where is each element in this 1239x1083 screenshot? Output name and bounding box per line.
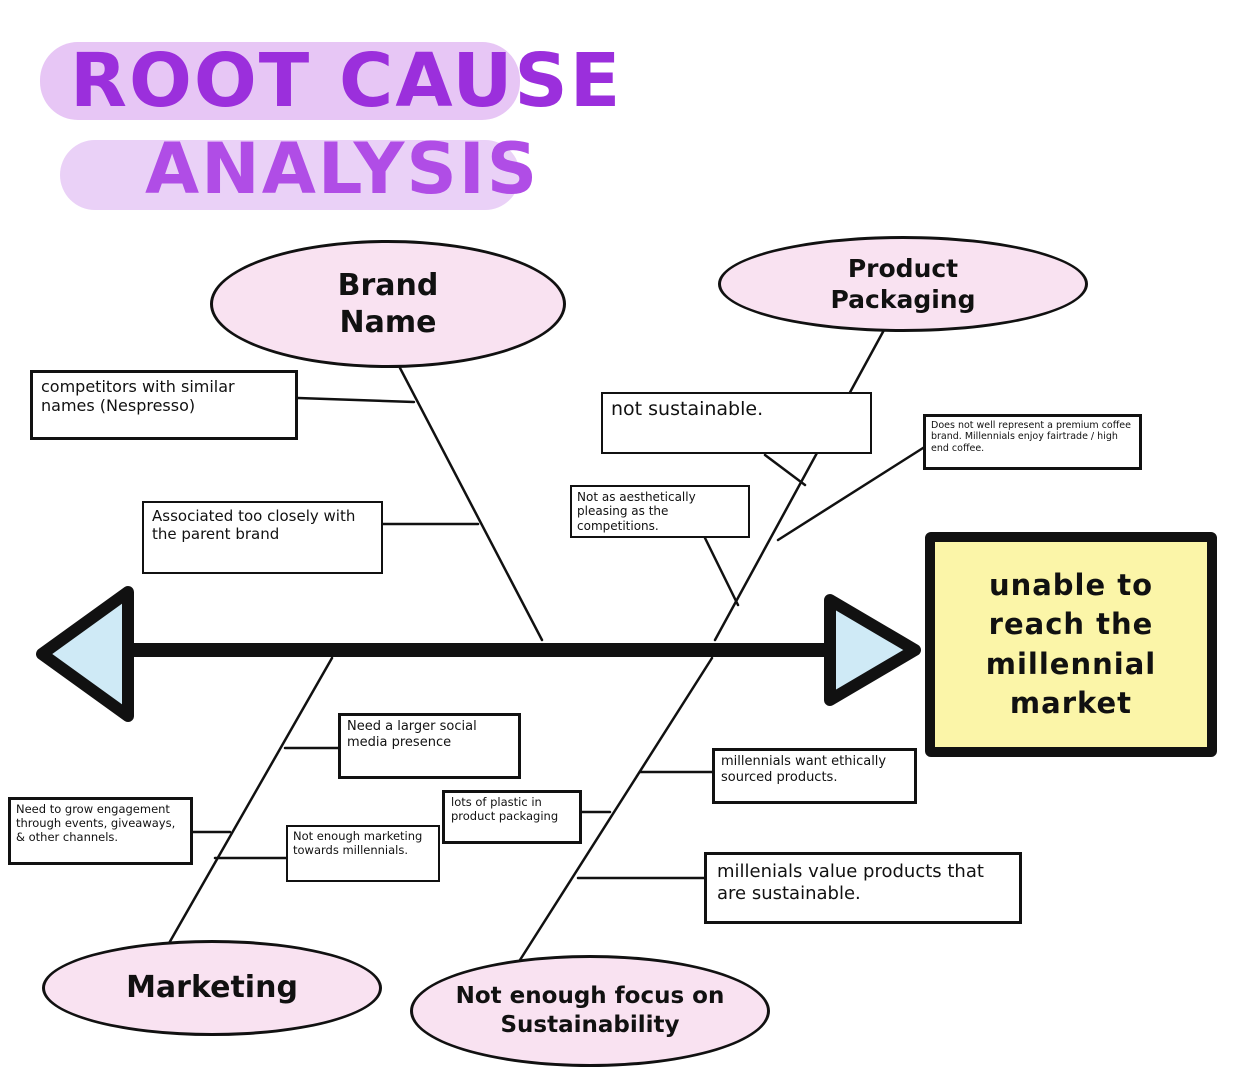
twig-competitors (296, 396, 416, 404)
bone-brand-name (398, 366, 544, 642)
cause-ethically-sourced: millennials want ethically sourced produ… (712, 748, 917, 804)
category-product-packaging: Product Packaging (718, 236, 1088, 332)
twig-aesthetic (703, 536, 740, 607)
cause-associated-parent-brand: Associated too closely with the parent b… (142, 501, 383, 574)
cause-marketing-towards-millennials: Not enough marketing towards millennials… (286, 825, 440, 882)
category-brand-name: Brand Name (210, 240, 566, 368)
category-marketing: Marketing (42, 940, 382, 1036)
effect-label: unable to reach the millennial market (985, 568, 1157, 720)
cause-social-media-presence: Need a larger social media presence (338, 713, 521, 779)
bone-product-packaging (713, 328, 886, 642)
effect-box: unable to reach the millennial market (925, 532, 1217, 757)
cause-grow-engagement: Need to grow engagement through events, … (8, 797, 193, 865)
bone-marketing (166, 656, 334, 947)
category-product-packaging-label: Product Packaging (830, 253, 976, 314)
left-arrowhead (36, 586, 134, 722)
category-sustainability: Not enough focus on Sustainability (410, 955, 770, 1067)
cause-plastic-packaging: lots of plastic in product packaging (442, 790, 582, 844)
category-brand-name-label: Brand Name (337, 267, 439, 341)
twig-premium (776, 446, 925, 542)
title-line-1: ROOT CAUSE (70, 38, 623, 124)
category-marketing-label: Marketing (126, 970, 298, 1006)
right-arrowhead (824, 594, 921, 706)
bone-sustainability (518, 656, 714, 962)
cause-not-sustainable: not sustainable. (601, 392, 872, 454)
twig-not-sustainable (763, 453, 807, 487)
cause-value-sustainable: millenials value products that are susta… (704, 852, 1022, 924)
cause-not-aesthetically-pleasing: Not as aesthetically pleasing as the com… (570, 485, 750, 538)
cause-premium-coffee-brand: Does not well represent a premium coffee… (923, 414, 1142, 470)
title-highlight-1 (40, 42, 520, 120)
title-line-2: ANALYSIS (145, 128, 540, 210)
cause-competitors-similar-names: competitors with similar names (Nespress… (30, 370, 298, 440)
category-sustainability-label: Not enough focus on Sustainability (455, 983, 725, 1038)
title-highlight-2 (60, 140, 520, 210)
